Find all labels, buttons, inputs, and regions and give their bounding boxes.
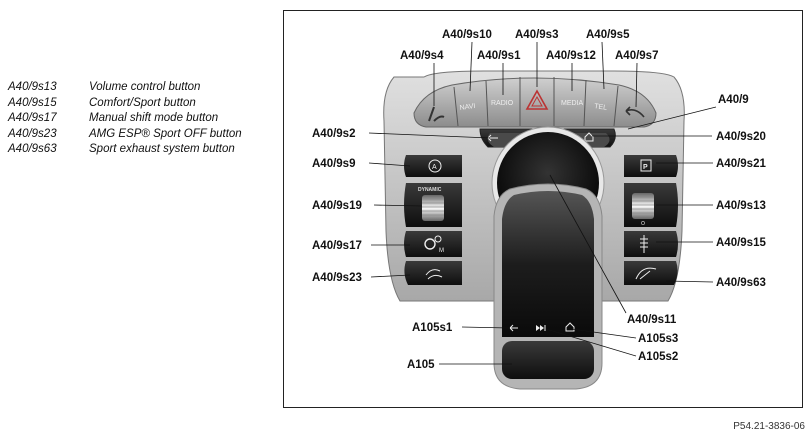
parking-letter: P [643,164,648,171]
legend-code: A40/9s23 [8,127,57,140]
legend-row: A40/9s63 Sport exhaust system button [8,142,242,158]
label-s20: A40/9s20 [716,131,766,143]
legend: A40/9s13 Volume control button A40/9s15 … [8,80,242,158]
label-s15: A40/9s15 [716,237,766,249]
label-s7: A40/9s7 [615,50,658,62]
figure-frame: NAVI RADIO MEDIA TEL A DYNAMIC M P [283,10,803,408]
seat-icon[interactable] [428,106,445,122]
legend-row: A40/9s17 Manual shift mode button [8,111,242,127]
dynamic-select-wheel[interactable] [422,195,444,221]
wheel-ridges [632,196,654,214]
legend-row: A40/9s13 Volume control button [8,80,242,96]
label-s1: A40/9s1 [477,50,521,62]
tel-button[interactable]: TEL [594,103,608,112]
pad-skip-icon[interactable] [536,325,544,331]
hazard-icon[interactable] [525,89,549,110]
label-s13: A40/9s13 [716,200,766,212]
manual-sub-label: M [439,248,444,254]
palm-button[interactable] [502,341,594,379]
mute-icon [641,221,645,225]
back-arrow-icon[interactable] [625,106,645,118]
label-s12: A40/9s12 [546,50,596,62]
auto-start-stop-button[interactable] [404,155,462,177]
suspension-icon [640,235,648,253]
label-s17: A40/9s17 [312,240,362,252]
legend-row: A40/9s15 Comfort/Sport button [8,96,242,112]
dynamic-label: DYNAMIC [418,187,442,193]
label-s63: A40/9s63 [716,277,766,289]
legend-code: A40/9s63 [8,143,57,156]
manual-shift-button[interactable] [404,231,462,257]
pad-back-icon[interactable] [509,324,518,332]
legend-desc: Volume control button [89,81,201,93]
wheel-ridges [422,198,444,216]
legend-desc: Manual shift mode button [89,112,219,125]
legend-code: A40/9s17 [8,112,57,125]
esp-sport-off-button[interactable] [404,261,462,285]
legend-desc: AMG ESP® Sport OFF button [89,127,242,140]
label-a105s1: A105s1 [412,322,453,334]
separator [453,86,459,127]
label-s10: A40/9s10 [442,29,492,41]
legend-desc: Sport exhaust system button [89,143,235,156]
radio-button[interactable]: RADIO [491,100,514,107]
parking-icon [640,159,652,172]
gear-small-icon [434,235,442,243]
label-a105: A105 [407,359,435,371]
controller-diagram: NAVI RADIO MEDIA TEL A DYNAMIC M P [312,29,766,390]
leader-lines [368,41,717,365]
legend-row: A40/9s23 AMG ESP® Sport OFF button [8,127,242,143]
label-s5: A40/9s5 [586,29,630,41]
legend-code: A40/9s13 [8,81,57,93]
legend-desc: Comfort/Sport button [89,96,196,109]
sport-exhaust-button[interactable] [624,261,678,285]
touchpad[interactable] [502,191,594,337]
auto-icon-letter: A [432,164,437,171]
esp-icon [425,269,443,280]
navi-button[interactable]: NAVI [459,103,476,112]
comfort-sport-button[interactable] [624,231,678,257]
gear-icon [424,238,436,250]
label-s9: A40/9s9 [312,158,355,170]
exhaust-icon [635,267,657,280]
hazard-inner-icon [531,95,543,107]
label-s4: A40/9s4 [400,50,444,62]
separator [485,80,489,127]
figure-code: P54.21-3836-06 [733,421,805,432]
pad-home-icon[interactable] [565,322,575,332]
separator [613,85,619,127]
label-s19: A40/9s19 [312,200,362,212]
label-a105s3: A105s3 [638,333,678,345]
label-s3: A40/9s3 [515,29,558,41]
top-button-row [413,77,657,128]
label-a105s2: A105s2 [638,351,678,363]
label-s2: A40/9s2 [312,128,355,140]
label-s11: A40/9s11 [627,314,677,326]
home-icon [584,132,594,142]
label-s21: A40/9s21 [716,158,766,170]
label-a9: A40/9 [718,94,749,106]
media-button[interactable]: MEDIA [561,100,584,107]
auto-icon [428,159,442,173]
label-s23: A40/9s23 [312,272,362,284]
volume-wheel[interactable] [632,193,654,219]
separator [583,79,587,127]
legend-code: A40/9s15 [8,96,57,109]
